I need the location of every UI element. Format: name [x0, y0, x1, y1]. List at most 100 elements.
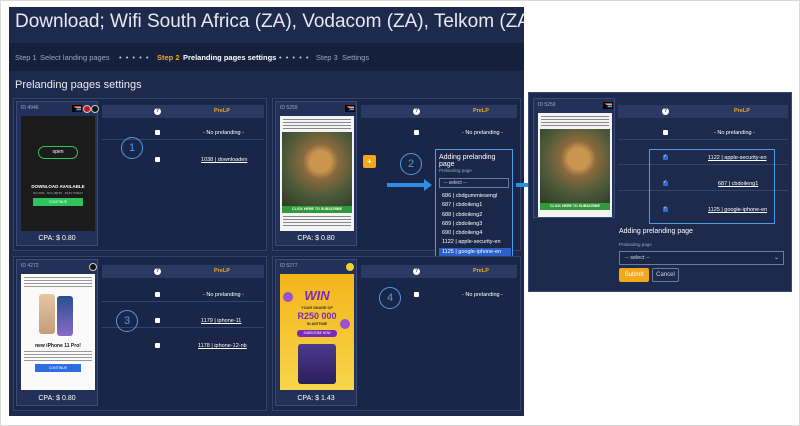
table-row: 1125 | google-iphone-en	[618, 204, 788, 217]
row-checkbox[interactable]	[663, 130, 668, 135]
row-link[interactable]: 1178 | iphone-12-nb	[198, 343, 247, 349]
row-link[interactable]: 687 | cbdoileng1	[718, 181, 759, 187]
row-link[interactable]: 1125 | google-iphone-en	[708, 207, 768, 213]
row-checkbox-checked[interactable]	[663, 153, 668, 160]
prelp-header: PreLP	[473, 108, 489, 114]
step1-label[interactable]: Select landing pages	[40, 53, 110, 62]
row-checkbox[interactable]	[414, 292, 419, 297]
prelanding-table-result: ? PreLP - No prelanding - 1122 | apple-s…	[618, 105, 788, 225]
thumb-open-button: open	[38, 146, 78, 159]
adding-label: Prelanding page	[619, 242, 652, 247]
row-label: - No prelanding -	[203, 130, 244, 136]
prelp-header: PreLP	[734, 108, 750, 114]
table-row: 1122 | apple-security-en	[618, 152, 788, 165]
step1-number[interactable]: Step 1	[15, 53, 37, 62]
row-checkbox[interactable]	[155, 292, 160, 297]
table-row: - No prelanding -	[618, 127, 788, 140]
cancel-button[interactable]: Cancel	[652, 268, 679, 282]
landing-card[interactable]: ID 4946 open DOWNLOAD AVAILABLE NO ADS ·…	[16, 101, 99, 246]
thumb-cta: SUBSCRIBE NOW	[297, 330, 337, 337]
table-header: ? PreLP	[361, 105, 517, 118]
landing-card[interactable]: ID 4272 new iPhone 11 Pro! CONTINUE CPA:…	[16, 259, 98, 406]
select-option[interactable]: 689 | cbdoileng3	[442, 220, 483, 227]
help-icon[interactable]: ?	[662, 108, 669, 115]
cpa-value: CPA: $ 0.80	[38, 235, 76, 242]
prelp-header: PreLP	[214, 108, 230, 114]
card-id: ID 5259	[280, 105, 298, 111]
table-row: - No prelanding -	[102, 127, 264, 140]
table-row: 687 | cbdoileng1	[618, 178, 788, 191]
step-dots: • • • • •	[279, 53, 310, 62]
row-checkbox-checked[interactable]	[663, 179, 668, 186]
step2-label[interactable]: Prelanding pages settings	[183, 53, 277, 62]
row-checkbox-checked[interactable]	[663, 205, 668, 212]
select-option[interactable]: 686 | cbdgummiesengl	[442, 193, 498, 199]
thumb-text-lines	[24, 277, 92, 289]
landing-thumbnail: open DOWNLOAD AVAILABLE NO ADS · NO LIMI…	[21, 116, 95, 231]
help-icon[interactable]: ?	[413, 268, 420, 275]
balloon-icon	[340, 319, 350, 329]
adult-badge-icon	[91, 105, 99, 113]
row-label: - No prelanding -	[462, 292, 503, 298]
cpa-value: CPA: $ 0.80	[297, 235, 335, 242]
card-id: ID 4946	[21, 105, 39, 111]
leopard-image	[540, 129, 610, 203]
page-title: Download; Wifi South Africa (ZA), Vodaco…	[15, 11, 524, 32]
chevron-down-icon: ⌄	[773, 255, 779, 261]
help-icon[interactable]: ?	[154, 268, 161, 275]
card-id: ID 4272	[21, 263, 39, 269]
landing-thumbnail: WIN YOUR SHARE OF R250 000 IN AIRTIME SU…	[280, 274, 354, 390]
balloon-icon	[283, 292, 293, 302]
row-checkbox[interactable]	[155, 130, 160, 135]
row-checkbox[interactable]	[155, 343, 160, 348]
prelanding-select[interactable]: -- select --	[439, 178, 509, 188]
thumb-text-lines	[24, 351, 92, 361]
prelanding-table-1: ? PreLP - No prelanding - 1038 | downloa…	[102, 105, 264, 165]
prelanding-select[interactable]: -- select -- ⌄	[619, 251, 784, 265]
prelp-header: PreLP	[214, 268, 230, 274]
arrow-right-icon	[387, 179, 432, 191]
help-icon[interactable]: ?	[413, 108, 420, 115]
add-prelanding-button[interactable]: +	[363, 155, 376, 168]
table-header: ? PreLP	[102, 265, 264, 278]
row-link[interactable]: 1122 | apple-security-en	[708, 155, 767, 161]
table-header: ? PreLP	[361, 265, 517, 278]
row-checkbox[interactable]	[155, 157, 160, 162]
step3-number[interactable]: Step 3	[316, 53, 338, 62]
row-checkbox[interactable]	[155, 318, 160, 323]
row-link[interactable]: 1038 | downloaden	[201, 157, 248, 163]
adding-prelanding-panel: Adding prelanding page Prelanding page -…	[435, 149, 513, 262]
landing-thumbnail: CLICK HERE TO SUBSCRIBE	[538, 113, 612, 217]
row-link[interactable]: 1179 | iphone-11	[201, 318, 242, 324]
select-option[interactable]: 687 | cbdoileng1	[442, 202, 483, 209]
cpa-value: CPA: $ 0.80	[38, 395, 76, 402]
prelanding-table-2: ? PreLP - No prelanding -	[361, 105, 517, 141]
south-africa-flag-icon	[603, 102, 613, 109]
thumb-share: YOUR SHARE OF	[301, 306, 333, 310]
landing-card[interactable]: ID 5277 WIN YOUR SHARE OF R250 000 IN AI…	[275, 259, 357, 406]
thumb-cta: CLICK HERE TO SUBSCRIBE	[540, 203, 610, 210]
step3-label[interactable]: Settings	[342, 53, 370, 62]
section-title: Prelanding pages settings	[15, 79, 142, 91]
select-option[interactable]: 690 | cbdoileng4	[442, 230, 483, 237]
table-row: 1179 | iphone-11	[102, 315, 264, 328]
phone-image	[39, 294, 55, 334]
landing-thumbnail: new iPhone 11 Pro! CONTINUE	[21, 274, 95, 390]
select-option[interactable]: 688 | cbdoileng2	[442, 211, 483, 218]
table-row: - No prelanding -	[361, 127, 517, 140]
select-option[interactable]: 1122 | apple-security-en	[442, 239, 501, 246]
row-checkbox[interactable]	[414, 130, 419, 135]
step2-number[interactable]: Step 2	[157, 53, 180, 62]
submit-button[interactable]: Submit	[619, 268, 649, 282]
landing-card[interactable]: ID 5259 CLICK HERE TO SUBSCRIBE CPA: $ 0…	[275, 101, 357, 246]
landing-card[interactable]: ID 5259 CLICK HERE TO SUBSCRIBE	[533, 98, 615, 218]
phone-image	[57, 296, 73, 336]
help-icon[interactable]: ?	[154, 108, 161, 115]
south-africa-flag-icon	[72, 105, 82, 112]
table-row: 1178 | iphone-12-nb	[102, 340, 264, 353]
prelanding-options: 686 | cbdgummiesengl 687 | cbdoileng1 68…	[439, 192, 511, 258]
select-option-selected[interactable]: 1125 | google-iphone-en	[439, 247, 511, 258]
step-marker-2: 2	[400, 153, 422, 175]
card-id: ID 5259	[538, 102, 556, 108]
